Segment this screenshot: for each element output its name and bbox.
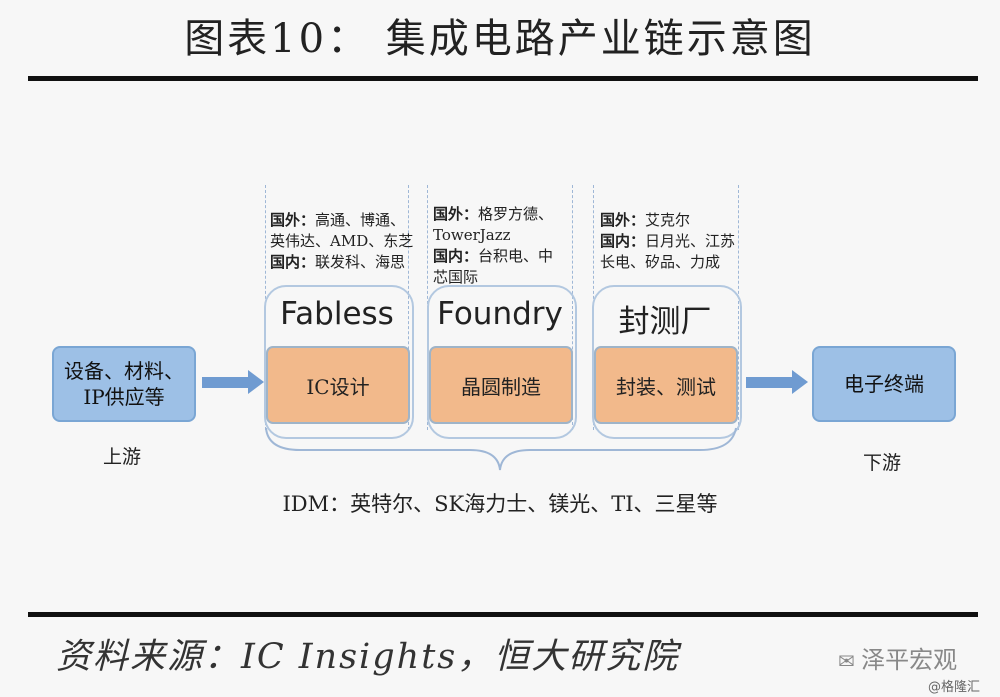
stage-title-osat: 封测厂 — [618, 304, 712, 340]
stage-title-foundry: Foundry — [437, 296, 563, 332]
arrow-right-icon — [746, 370, 808, 394]
idm-caption: IDM：英特尔、SK海力士、镁光、TI、三星等 — [282, 492, 718, 516]
stage-info: 国外：高通、博通、 英伟达、AMD、东芝 国内：联发科、海思 — [270, 211, 414, 271]
upstream-label: 上游 — [103, 446, 142, 468]
stage-info: 国外：艾克尔 国内：日月光、江苏 长电、矽品、力成 — [600, 211, 736, 271]
downstream-text: 电子终端 — [844, 372, 924, 396]
wechat-icon: ✉ — [838, 649, 862, 673]
brand-watermark: ✉ 泽平宏观 — [838, 646, 958, 674]
upstream-line-2: IP供应等 — [83, 385, 165, 409]
upstream-box: 设备、材料、 IP供应等 — [52, 346, 196, 422]
brace-icon — [265, 427, 737, 471]
process-box-wafer: 晶圆制造 — [429, 346, 573, 424]
page-title: 图表10： 集成电路产业链示意图 — [184, 16, 816, 62]
stage-info: 国外：格罗方德、 TowerJazz 国内：台积电、中 芯国际 — [433, 205, 554, 286]
top-divider — [28, 76, 978, 81]
arrow-right-icon — [202, 370, 264, 394]
stage-outline — [264, 285, 414, 439]
downstream-label: 下游 — [863, 452, 902, 474]
source-note: 资料来源：IC Insights，恒大研究院 — [56, 637, 680, 677]
downstream-box: 电子终端 — [812, 346, 956, 422]
stage-title-fabless: Fabless — [280, 296, 394, 332]
dash-separator — [572, 185, 573, 430]
stage-outline — [592, 285, 742, 439]
dash-separator — [738, 185, 739, 430]
process-box-ic-design: IC设计 — [266, 346, 410, 424]
dash-separator — [408, 185, 409, 430]
bottom-divider — [28, 612, 978, 617]
corner-tag: @格隆汇 — [928, 680, 981, 695]
stage-outline — [427, 285, 577, 439]
process-box-packaging: 封装、测试 — [594, 346, 738, 424]
upstream-line-1: 设备、材料、 — [64, 359, 184, 383]
